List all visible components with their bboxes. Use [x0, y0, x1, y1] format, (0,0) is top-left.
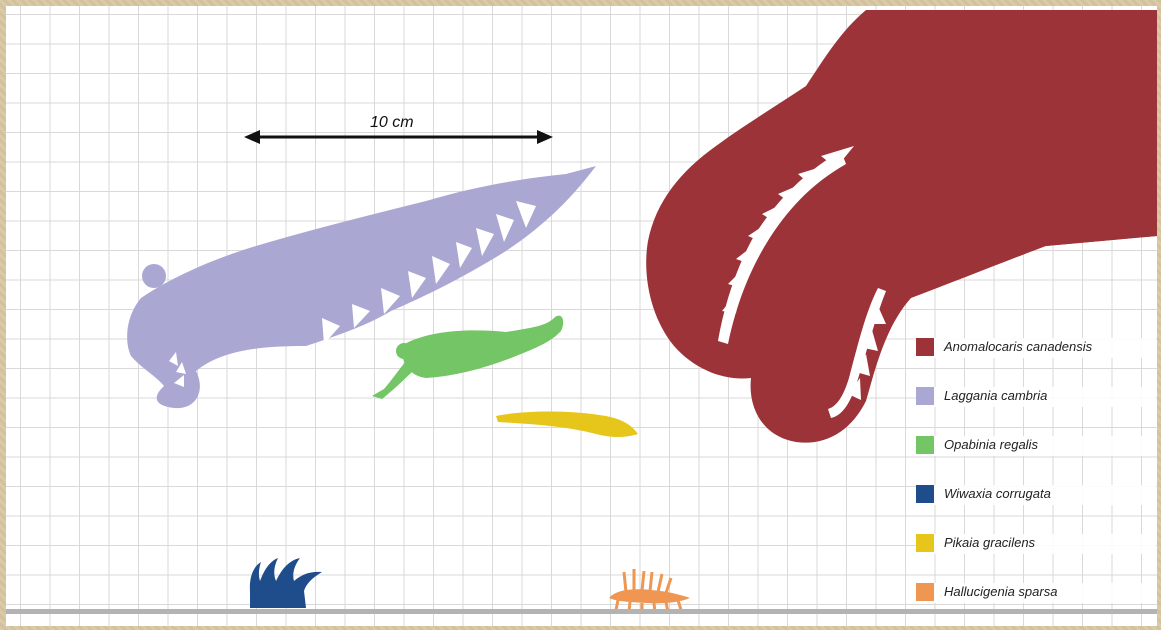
legend-item-hallucigenia: Hallucigenia sparsa	[916, 583, 1156, 603]
legend-label: Pikaia gracilens	[944, 535, 1035, 550]
legend-item-anomalocaris: Anomalocaris canadensis	[916, 338, 1156, 358]
legend-label: Laggania cambria	[944, 388, 1047, 403]
legend-item-pikaia: Pikaia gracilens	[916, 534, 1156, 554]
legend-item-opabinia: Opabinia regalis	[916, 436, 1156, 456]
hallucigenia-silhouette	[609, 569, 690, 613]
legend-swatch	[916, 534, 934, 552]
legend-swatch	[916, 583, 934, 601]
species-legend: Anomalocaris canadensis Laggania cambria…	[916, 338, 1156, 626]
legend-label: Wiwaxia corrugata	[944, 486, 1051, 501]
legend-swatch	[916, 485, 934, 503]
legend-label: Hallucigenia sparsa	[944, 584, 1057, 599]
legend-label: Opabinia regalis	[944, 437, 1038, 452]
legend-label: Anomalocaris canadensis	[944, 339, 1092, 354]
legend-item-laggania: Laggania cambria	[916, 387, 1156, 407]
grid-panel: 10 cm Anomalocaris canadensis Laggania c…	[6, 6, 1157, 626]
laggania-silhouette	[127, 166, 596, 408]
legend-swatch	[916, 338, 934, 356]
opabinia-silhouette	[372, 316, 563, 399]
scale-bar-label: 10 cm	[370, 114, 414, 132]
pikaia-silhouette	[496, 412, 638, 438]
legend-swatch	[916, 387, 934, 405]
legend-swatch	[916, 436, 934, 454]
scale-bar-arrow	[244, 130, 553, 144]
wiwaxia-silhouette	[250, 558, 322, 608]
legend-item-wiwaxia: Wiwaxia corrugata	[916, 485, 1156, 505]
